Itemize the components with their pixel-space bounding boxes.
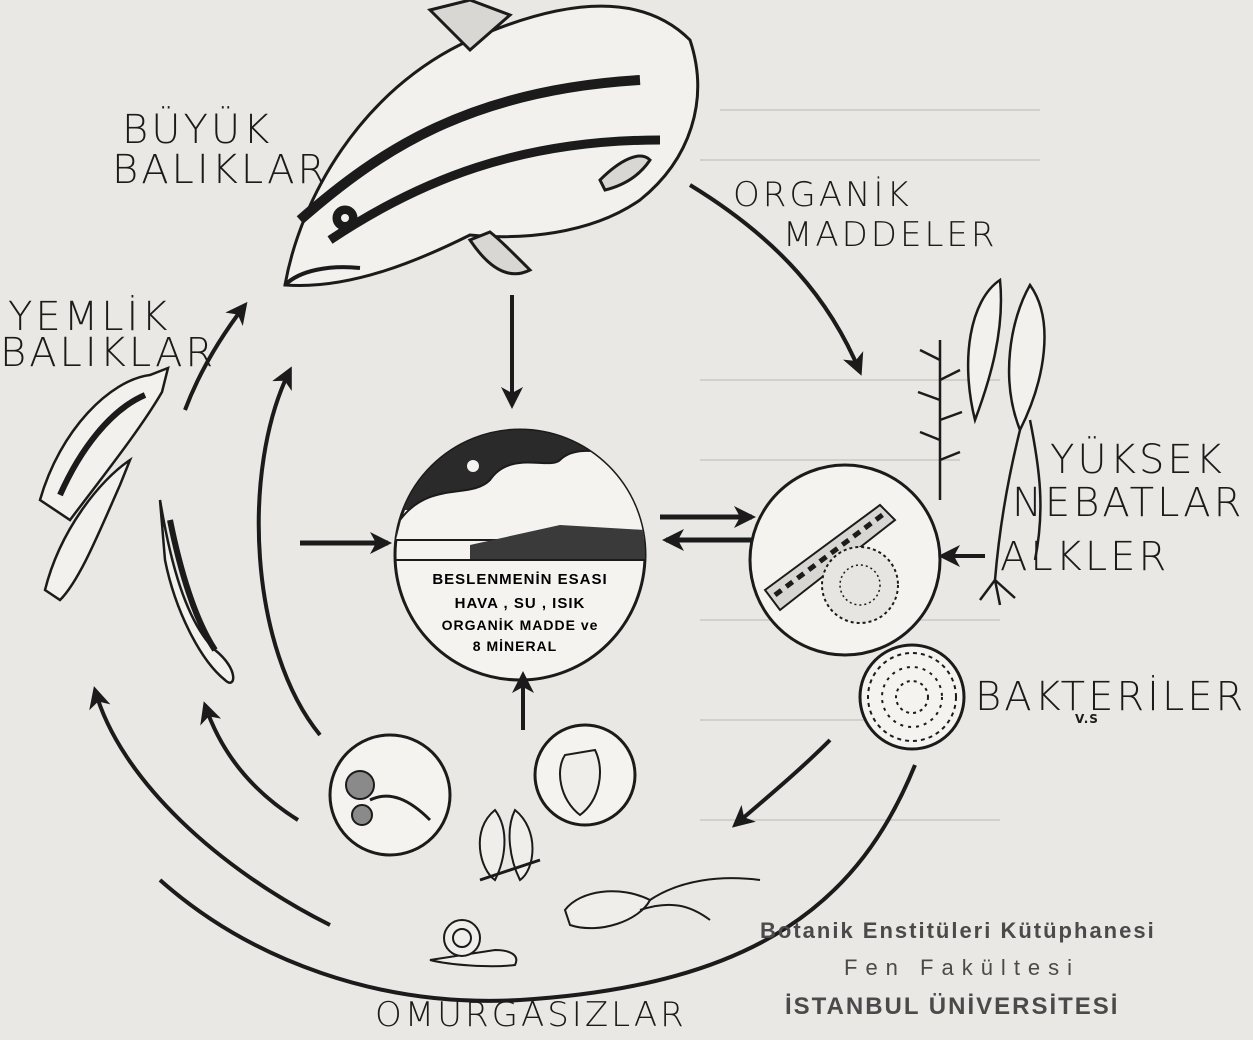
center-line-4: 8 MİNERAL	[473, 638, 557, 654]
arrow-inner-left-up	[259, 370, 320, 735]
arrow-bacteria-to-invertebrates	[735, 740, 830, 825]
rotifer-circle	[535, 725, 635, 825]
insect-illustration	[480, 810, 540, 880]
label-big-fish-line1: BÜYÜK	[122, 110, 272, 150]
center-line-1: BESLENMENİN ESASI	[432, 571, 607, 588]
stamp-line-3: İSTANBUL ÜNİVERSİTESİ	[785, 993, 1119, 1021]
bacteria-circle	[860, 645, 964, 749]
label-big-fish-line2: BALIKLAR	[112, 150, 328, 190]
center-line-3: ORGANİK MADDE ve	[442, 617, 599, 633]
shrimp-illustration	[565, 878, 760, 928]
label-bacteria-note: V.S	[1075, 713, 1099, 725]
label-bacteria: BAKTERİLER	[975, 677, 1246, 717]
label-feed-fish-line2: BALIKLAR	[0, 333, 216, 373]
label-higher-plants-line1: YÜKSEK	[1050, 440, 1225, 480]
stamp-line-1: Botanik Enstitüleri Kütüphanesi	[760, 918, 1156, 944]
snail-illustration	[430, 920, 516, 966]
copepod-circle	[330, 735, 450, 855]
label-invertebrates: OMURGASIZLAR	[375, 998, 687, 1032]
label-organic-matter-line1: ORGANİK	[733, 178, 912, 212]
stamp-line-2: Fen Fakültesi	[844, 955, 1080, 981]
big-fish-illustration	[285, 0, 698, 286]
center-line-2: HAVA , SU , ISIK	[455, 595, 586, 612]
feed-fish-illustration	[40, 368, 233, 683]
algae-circle	[750, 465, 940, 655]
label-algae: ALKLER	[1000, 537, 1169, 577]
label-higher-plants-line2: NEBATLAR	[1012, 483, 1244, 523]
label-organic-matter-line2: MADDELER	[783, 218, 998, 252]
arrow-mid-left-up	[205, 705, 298, 820]
